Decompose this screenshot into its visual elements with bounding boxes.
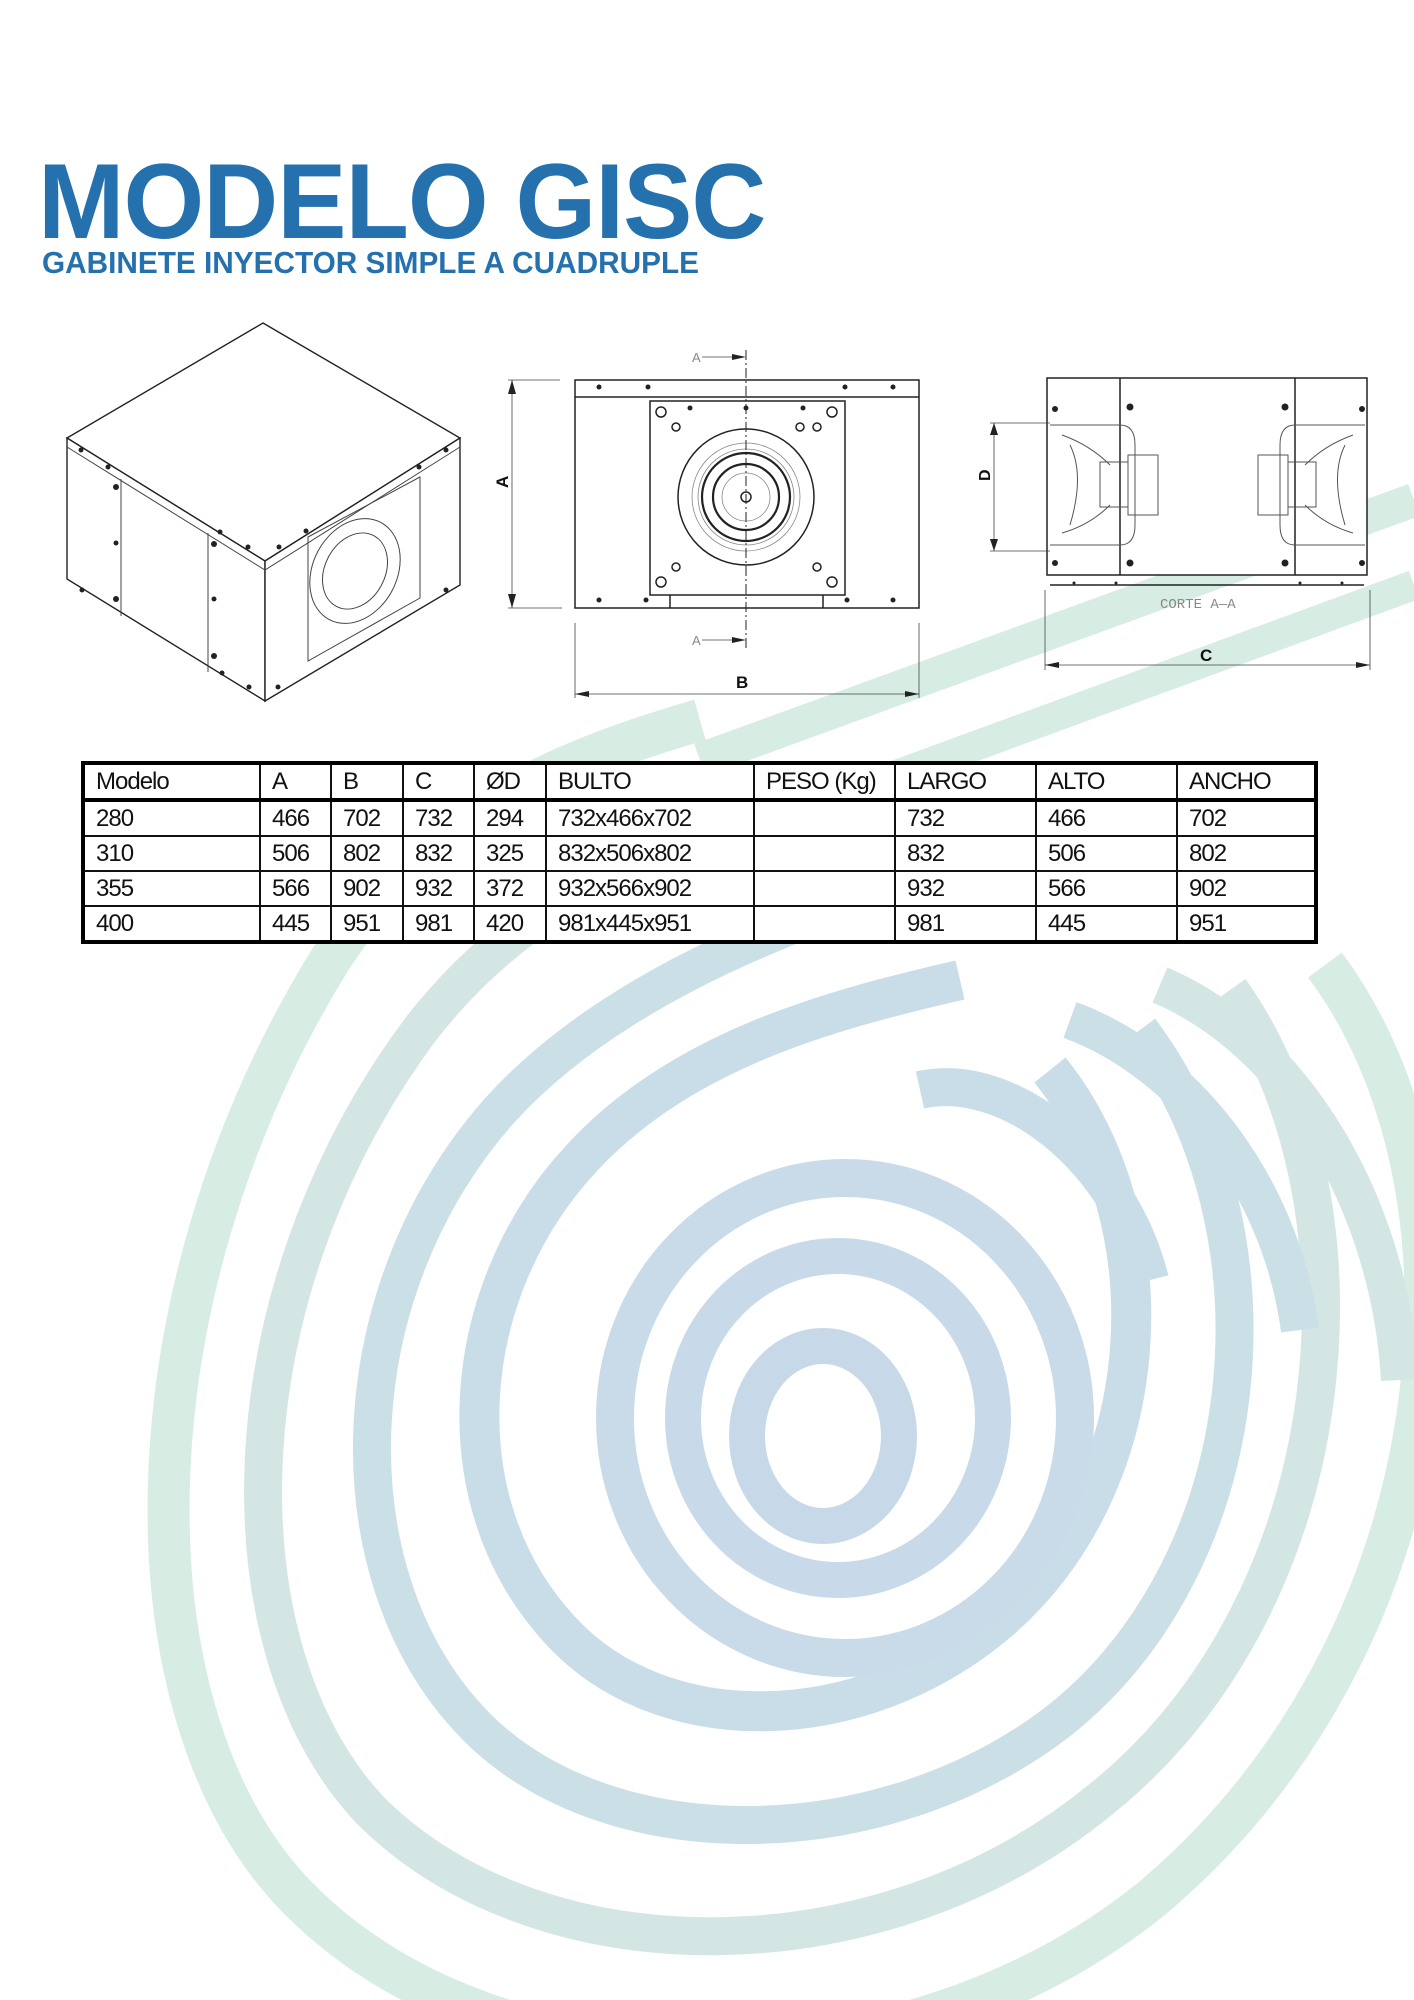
cell-modelo: 355: [82, 870, 261, 907]
column-header-largo: LARGO: [894, 762, 1037, 802]
front-view-drawing: A A A B: [493, 350, 920, 698]
table-row: 400 445 951 981 420 981x445x951 981 445 …: [82, 905, 1317, 943]
dim-label-b: B: [736, 673, 748, 692]
section-marker-top: A: [692, 350, 701, 365]
isometric-view-drawing: [65, 322, 462, 703]
cell-bulto: 981x445x951: [545, 905, 755, 943]
cell-ancho: 802: [1176, 835, 1317, 872]
cell-b: 951: [330, 905, 404, 943]
cell-c: 732: [402, 799, 475, 837]
table-row: 310 506 802 832 325 832x506x802 832 506 …: [82, 835, 1317, 872]
column-header-diameter-d: ØD: [473, 762, 547, 802]
cell-diameter-d: 372: [473, 870, 547, 907]
table-row: 355 566 902 932 372 932x566x902 932 566 …: [82, 870, 1317, 907]
column-header-peso: PESO (Kg): [753, 762, 896, 802]
column-header-b: B: [330, 762, 404, 802]
cell-alto: 566: [1035, 870, 1178, 907]
cell-ancho: 902: [1176, 870, 1317, 907]
cell-peso: [753, 835, 896, 872]
cell-bulto: 732x466x702: [545, 799, 755, 837]
cell-a: 506: [259, 835, 332, 872]
cell-modelo: 280: [82, 799, 261, 837]
cell-modelo: 400: [82, 905, 261, 943]
dim-label-d: D: [977, 469, 994, 481]
cell-largo: 732: [894, 799, 1037, 837]
dim-label-c: C: [1200, 646, 1212, 665]
cell-c: 832: [402, 835, 475, 872]
column-header-bulto: BULTO: [545, 762, 755, 802]
cell-c: 981: [402, 905, 475, 943]
section-caption: CORTE A—A: [1160, 597, 1236, 613]
column-header-ancho: ANCHO: [1176, 762, 1317, 802]
column-header-alto: ALTO: [1035, 762, 1178, 802]
cell-peso: [753, 905, 896, 943]
cell-alto: 506: [1035, 835, 1178, 872]
dim-label-a: A: [493, 476, 512, 488]
cell-largo: 932: [894, 870, 1037, 907]
cell-ancho: 702: [1176, 799, 1317, 837]
cell-bulto: 932x566x902: [545, 870, 755, 907]
column-header-a: A: [259, 762, 332, 802]
cell-b: 902: [330, 870, 404, 907]
cell-ancho: 951: [1176, 905, 1317, 943]
cell-diameter-d: 420: [473, 905, 547, 943]
cell-diameter-d: 325: [473, 835, 547, 872]
specifications-table: Modelo A B C ØD BULTO PESO (Kg) LARGO AL…: [81, 761, 1318, 944]
column-header-modelo: Modelo: [82, 762, 261, 802]
cell-alto: 445: [1035, 905, 1178, 943]
table-header-row: Modelo A B C ØD BULTO PESO (Kg) LARGO AL…: [82, 762, 1317, 802]
page-title: MODELO GISC: [38, 141, 766, 261]
cell-bulto: 832x506x802: [545, 835, 755, 872]
section-marker-bottom: A: [692, 633, 701, 648]
cell-a: 466: [259, 799, 332, 837]
cell-alto: 466: [1035, 799, 1178, 837]
cell-a: 445: [259, 905, 332, 943]
cell-b: 702: [330, 799, 404, 837]
cell-b: 802: [330, 835, 404, 872]
cell-modelo: 310: [82, 835, 261, 872]
column-header-c: C: [402, 762, 475, 802]
page-subtitle: GABINETE INYECTOR SIMPLE A CUADRUPLE: [42, 245, 699, 280]
cell-a: 566: [259, 870, 332, 907]
cell-peso: [753, 799, 896, 837]
cell-largo: 981: [894, 905, 1037, 943]
table-row: 280 466 702 732 294 732x466x702 732 466 …: [82, 799, 1317, 837]
cell-peso: [753, 870, 896, 907]
cell-diameter-d: 294: [473, 799, 547, 837]
section-view-drawing: CORTE A—A D C: [977, 377, 1371, 670]
cell-c: 932: [402, 870, 475, 907]
cell-largo: 832: [894, 835, 1037, 872]
